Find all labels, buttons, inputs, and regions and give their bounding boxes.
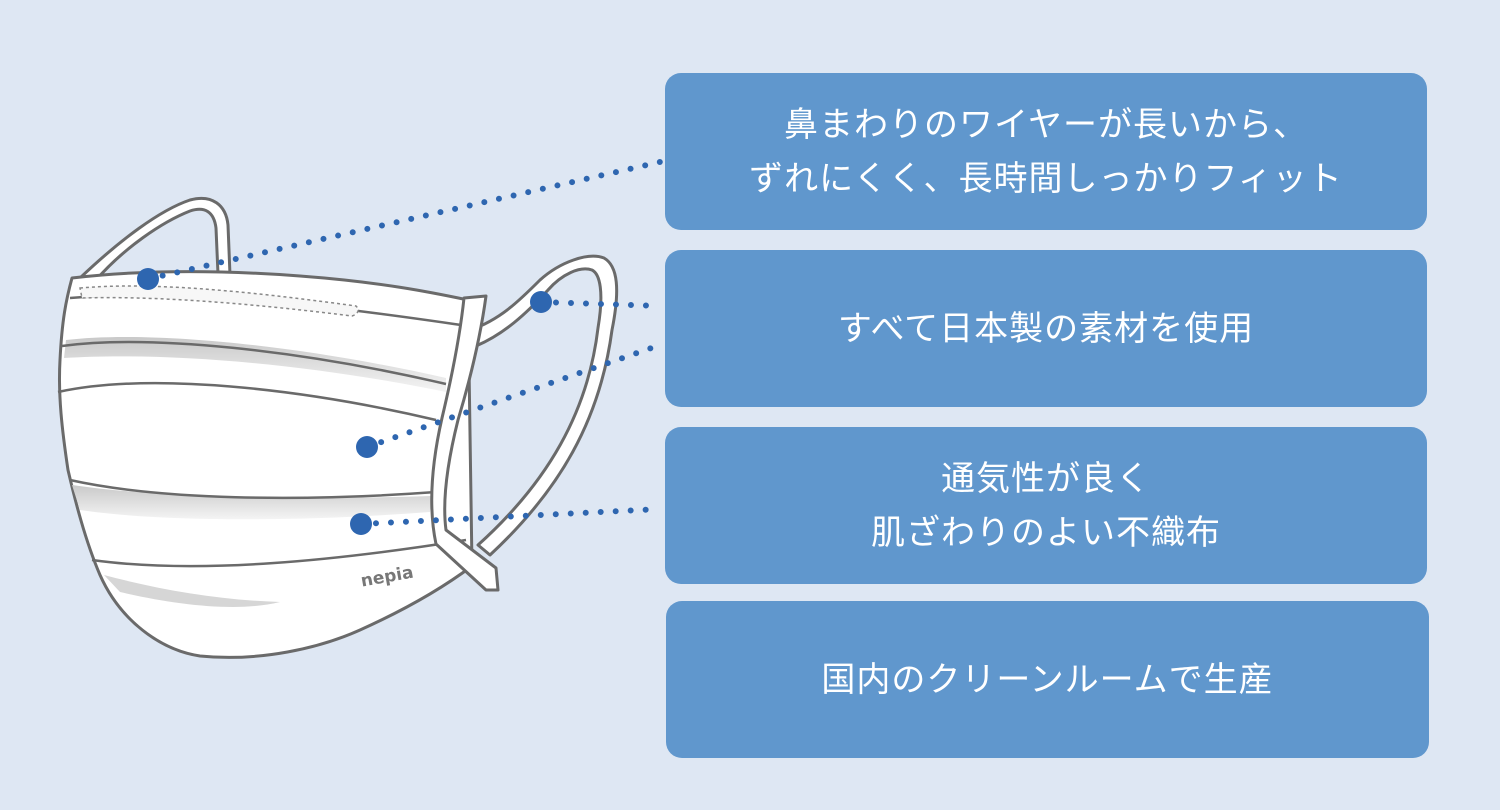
feature-text-line: 通気性が良く — [941, 458, 1151, 499]
feature-box-japan-materials: すべて日本製の素材を使用 — [665, 250, 1427, 407]
leader-line-2 — [538, 299, 663, 309]
feature-text-line: 国内のクリーンルームで生産 — [821, 659, 1274, 700]
pleat-line-2 — [57, 381, 437, 422]
feature-box-cleanroom: 国内のクリーンルームで生産 — [666, 601, 1429, 758]
pleat-line-1 — [61, 340, 447, 386]
callout-dot-nonwoven — [350, 513, 372, 535]
callout-dot-fabric — [356, 436, 378, 458]
pleat-line-3 — [69, 478, 437, 500]
leader-line-4 — [358, 506, 663, 527]
feature-text-line: ずれにくく、長時間しっかりフィット — [749, 158, 1343, 199]
nose-wire — [79, 285, 359, 317]
side-binding — [430, 294, 500, 592]
leader-line-1 — [145, 159, 663, 282]
callout-dot-ear-loop — [530, 291, 552, 313]
feature-text-line: 肌ざわりのよい不織布 — [871, 512, 1221, 553]
pleat-shadow-2 — [72, 485, 432, 520]
pleat-line-4 — [91, 538, 467, 568]
feature-text-line: すべて日本製の素材を使用 — [837, 308, 1255, 349]
mask-body — [57, 270, 474, 659]
right-ear-loop — [468, 254, 619, 557]
callout-dot-nose-wire — [137, 268, 159, 290]
feature-box-nonwoven: 通気性が良く 肌ざわりのよい不織布 — [665, 427, 1427, 584]
feature-box-nose-wire: 鼻まわりのワイヤーが長いから、 ずれにくく、長時間しっかりフィット — [665, 73, 1427, 230]
feature-text-line: 鼻まわりのワイヤーが長いから、 — [784, 104, 1308, 145]
pleat-shadow-1 — [64, 336, 446, 392]
pleat-shadow-3 — [104, 575, 280, 607]
